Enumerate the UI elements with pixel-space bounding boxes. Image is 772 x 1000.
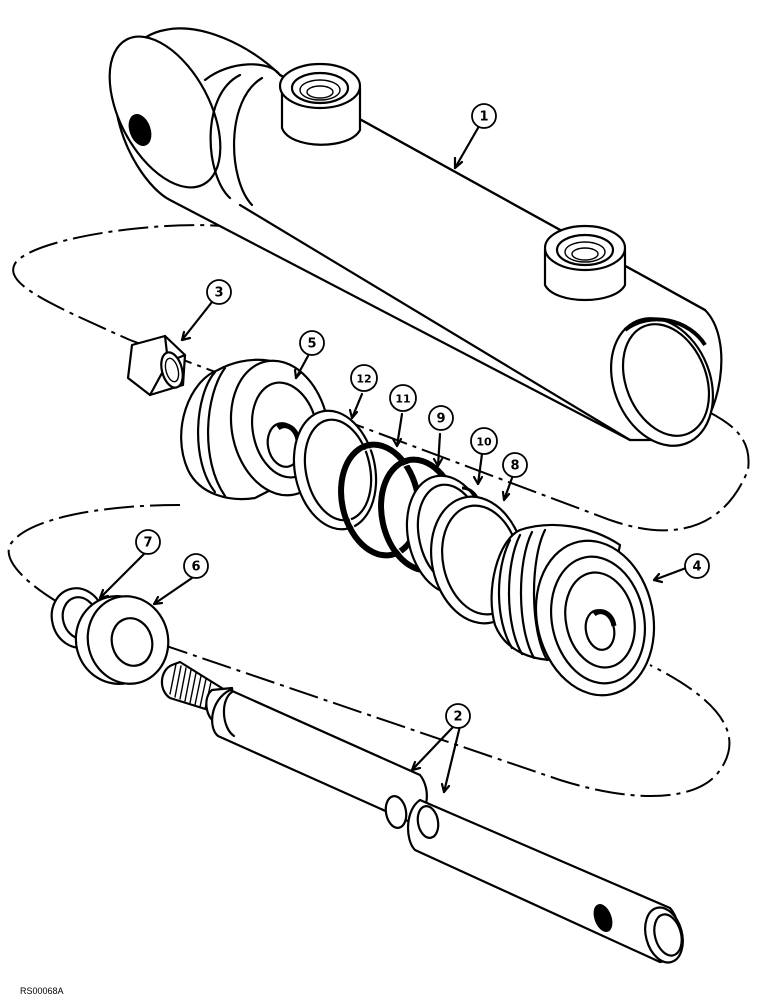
callout-4-label: 4 xyxy=(692,560,701,575)
callout-11-label: 11 xyxy=(395,393,410,406)
callout-8-label: 8 xyxy=(510,459,519,474)
callout-6-label: 6 xyxy=(191,560,200,575)
callout-1: 1 xyxy=(471,103,497,129)
upper-envelope-outline xyxy=(12,224,750,532)
cylinder-barrel-part-1 xyxy=(108,27,723,447)
lower-envelope-outline xyxy=(7,504,731,798)
callout-6: 6 xyxy=(183,553,209,579)
callout-9: 9 xyxy=(428,405,454,431)
callout-8: 8 xyxy=(502,452,528,478)
hex-nut-part-3 xyxy=(126,334,187,397)
callout-5: 5 xyxy=(299,330,325,356)
callout-1-label: 1 xyxy=(479,110,488,125)
callout-11: 11 xyxy=(389,384,417,412)
callout-4: 4 xyxy=(684,553,710,579)
figure-reference-code: RS00068A xyxy=(20,986,64,996)
leader-lines xyxy=(98,126,688,794)
callout-3-label: 3 xyxy=(214,286,223,301)
callout-7: 7 xyxy=(135,529,161,555)
callout-12: 12 xyxy=(350,364,378,392)
callout-5-label: 5 xyxy=(307,337,316,352)
callout-2-label: 2 xyxy=(453,710,462,725)
callout-2: 2 xyxy=(445,703,471,729)
callout-12-label: 12 xyxy=(356,373,371,386)
callout-9-label: 9 xyxy=(436,412,445,427)
piston-part-4 xyxy=(490,523,656,697)
washer-part-6 xyxy=(74,595,170,685)
callout-10-label: 10 xyxy=(476,436,492,449)
callout-3: 3 xyxy=(206,279,232,305)
backup-ring-part-12 xyxy=(292,409,378,531)
callout-7-label: 7 xyxy=(143,536,152,551)
callout-10: 10 xyxy=(470,427,498,455)
piston-rod-part-2 xyxy=(160,660,684,964)
